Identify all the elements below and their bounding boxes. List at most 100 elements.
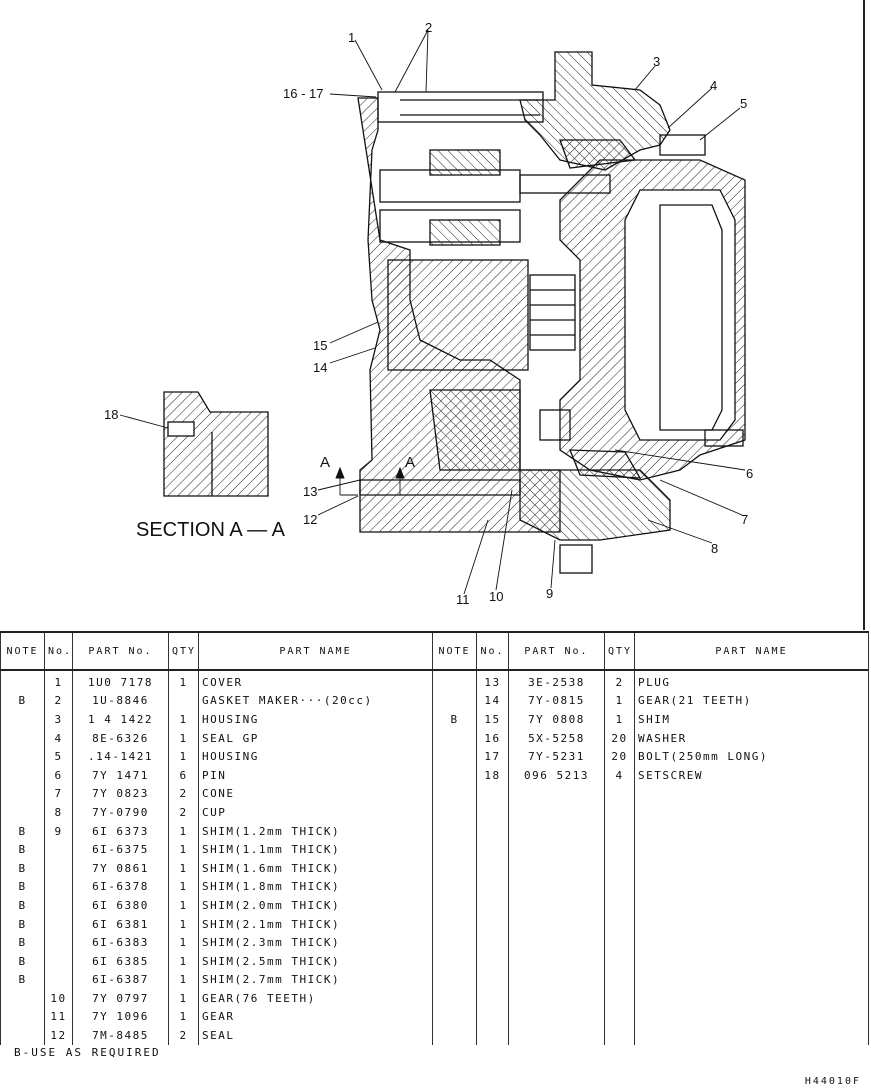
- callout-18: 18: [104, 407, 118, 422]
- part-no-cell: 7Y 0823: [72, 784, 169, 804]
- qty-cell: [604, 1007, 635, 1027]
- item-no-cell: [476, 951, 509, 971]
- section-a-a-detail: [163, 391, 269, 497]
- part-no-cell: [508, 896, 605, 915]
- part-no-cell: 6I-6375: [72, 840, 169, 859]
- part-name-cell: [634, 877, 869, 897]
- callout-3: 3: [653, 54, 660, 69]
- note-cell: [0, 728, 45, 748]
- item-no-cell: 12: [44, 1026, 73, 1045]
- note-cell: [432, 728, 477, 748]
- part-name-cell: GEAR(21 TEETH): [634, 691, 869, 711]
- part-no-cell: [508, 877, 605, 897]
- part-name-cell: [634, 1007, 869, 1027]
- item-no-cell: 9: [44, 821, 73, 841]
- part-name-cell: SETSCREW: [634, 765, 869, 785]
- part-name-cell: [634, 933, 869, 952]
- qty-cell: 1: [168, 840, 199, 859]
- note-cell: [432, 840, 477, 859]
- callout-15: 15: [313, 338, 327, 353]
- callout-2: 2: [425, 20, 432, 35]
- qty-cell: 1: [604, 710, 635, 729]
- qty-cell: 1: [168, 670, 199, 692]
- part-no-cell: [508, 803, 605, 822]
- item-no-cell: 14: [476, 691, 509, 711]
- note-cell: [432, 691, 477, 711]
- part-no-cell: 6I-6378: [72, 877, 169, 897]
- table-row: [432, 1026, 869, 1045]
- callout-14: 14: [313, 360, 327, 375]
- item-no-cell: 18: [476, 765, 509, 785]
- part-name-cell: SHIM(2.3mm THICK): [198, 933, 433, 952]
- header-part-name: PART NAME: [634, 631, 869, 671]
- part-no-cell: 7Y 0861: [72, 858, 169, 878]
- part-name-cell: SHIM(1.6mm THICK): [198, 858, 433, 878]
- part-no-cell: 6I 6373: [72, 821, 169, 841]
- header-qty: QTY: [604, 631, 635, 671]
- note-cell: B: [0, 858, 45, 878]
- part-no-cell: [508, 840, 605, 859]
- item-no-cell: 1: [44, 670, 73, 692]
- part-no-cell: 7Y 0808: [508, 710, 605, 729]
- callout-6: 6: [746, 466, 753, 481]
- note-cell: [432, 765, 477, 785]
- part-name-cell: SHIM(1.2mm THICK): [198, 821, 433, 841]
- callout-16-17: 16 - 17: [283, 86, 323, 101]
- callout-4: 4: [710, 78, 717, 93]
- note-cell: B: [0, 951, 45, 971]
- table-row: [432, 803, 869, 822]
- part-no-cell: [508, 933, 605, 952]
- note-cell: [432, 877, 477, 897]
- part-name-cell: [634, 896, 869, 915]
- item-no-cell: 5: [44, 747, 73, 766]
- qty-cell: 6: [168, 765, 199, 785]
- qty-cell: [604, 877, 635, 897]
- qty-cell: 1: [168, 877, 199, 897]
- qty-cell: 1: [168, 821, 199, 841]
- note-cell: [432, 858, 477, 878]
- part-name-cell: [634, 989, 869, 1008]
- qty-cell: [604, 1026, 635, 1045]
- qty-cell: 2: [168, 784, 199, 804]
- callout-9: 9: [546, 586, 553, 601]
- part-name-cell: COVER: [198, 670, 433, 692]
- item-no-cell: 8: [44, 803, 73, 822]
- item-no-cell: 15: [476, 710, 509, 729]
- header-no: No.: [44, 631, 73, 671]
- header-note: NOTE: [432, 631, 477, 671]
- table-row: [432, 877, 869, 897]
- part-name-cell: SHIM(2.5mm THICK): [198, 951, 433, 971]
- part-no-cell: [508, 1026, 605, 1045]
- note-cell: B: [0, 933, 45, 952]
- callout-5: 5: [740, 96, 747, 111]
- qty-cell: 1: [604, 691, 635, 711]
- part-no-cell: [508, 784, 605, 804]
- header-part-no: PART No.: [72, 631, 169, 671]
- callout-labels: 1 2 3 4 5 6 7 8 9 10 11 12 13 14 15 16 -…: [104, 20, 753, 607]
- part-name-cell: [634, 784, 869, 804]
- table-header-row: NOTE No. PART No. QTY PART NAME: [0, 631, 433, 671]
- table-row: [432, 840, 869, 859]
- table-row: [432, 896, 869, 915]
- qty-cell: 1: [168, 710, 199, 729]
- header-part-no: PART No.: [508, 631, 605, 671]
- part-no-cell: 7Y 1096: [72, 1007, 169, 1027]
- note-cell: B: [0, 914, 45, 934]
- part-no-cell: 6I-6387: [72, 970, 169, 990]
- part-name-cell: CONE: [198, 784, 433, 804]
